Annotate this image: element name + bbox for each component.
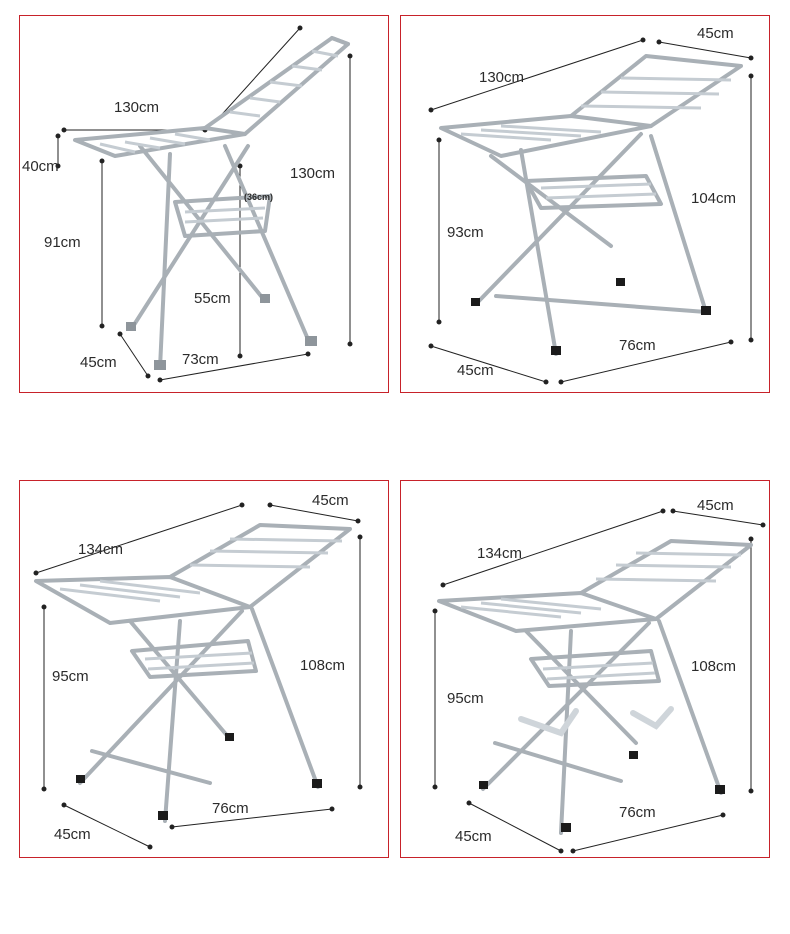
dim-width-label: 40cm [22,158,59,175]
dim-wing-width-label: 45cm [697,25,734,42]
dim-base-depth-label: 45cm [457,362,494,379]
dim-height-label: 93cm [447,224,484,241]
dim-height-label: 95cm [52,668,89,685]
dim-shelf-gap-label: (36cm) [244,192,274,202]
dim-total-height-label: 108cm [300,657,346,674]
drying-rack-illustration-2 [428,37,754,385]
dim-base-width-label: 73cm [182,351,219,368]
product-panel-2: 130cm 45cm 104cm 93cm 45cm 76cm [400,15,770,393]
dim-wing-width-label: 45cm [697,497,734,514]
dim-length-label: 130cm [114,99,160,116]
dim-base-width-label: 76cm [619,337,656,354]
drying-rack-illustration-1 [55,25,353,383]
dim-base-width-label: 76cm [212,800,249,817]
dim-base-depth-label: 45cm [80,354,117,371]
dim-total-height-label: 108cm [691,658,737,675]
dim-base-depth-label: 45cm [54,826,91,843]
dim-shelf-height-label: 55cm [194,290,231,307]
dim-base-depth-label: 45cm [455,828,492,845]
dim-total-height-label: 104cm [691,190,737,207]
dim-height-label: 91cm [44,234,81,251]
product-panel-1: 130cm 40cm 130cm (36cm) 91cm 55cm 45cm 7… [19,15,389,393]
dim-wing-width-label: 45cm [312,492,349,509]
drying-rack-illustration-3 [33,502,363,850]
dim-length-label: 134cm [78,541,124,558]
dim-length-label: 130cm [479,69,525,86]
product-panel-3: 134cm 45cm 95cm 108cm 45cm 76cm [19,480,389,858]
dim-height-label: 95cm [447,690,484,707]
dim-length-label: 134cm [477,545,523,562]
dim-wing-label: 130cm [290,165,336,182]
product-panel-4: 134cm 45cm 95cm 108cm 45cm 76cm [400,480,770,858]
drying-rack-illustration-4 [432,508,766,854]
dim-base-width-label: 76cm [619,804,656,821]
